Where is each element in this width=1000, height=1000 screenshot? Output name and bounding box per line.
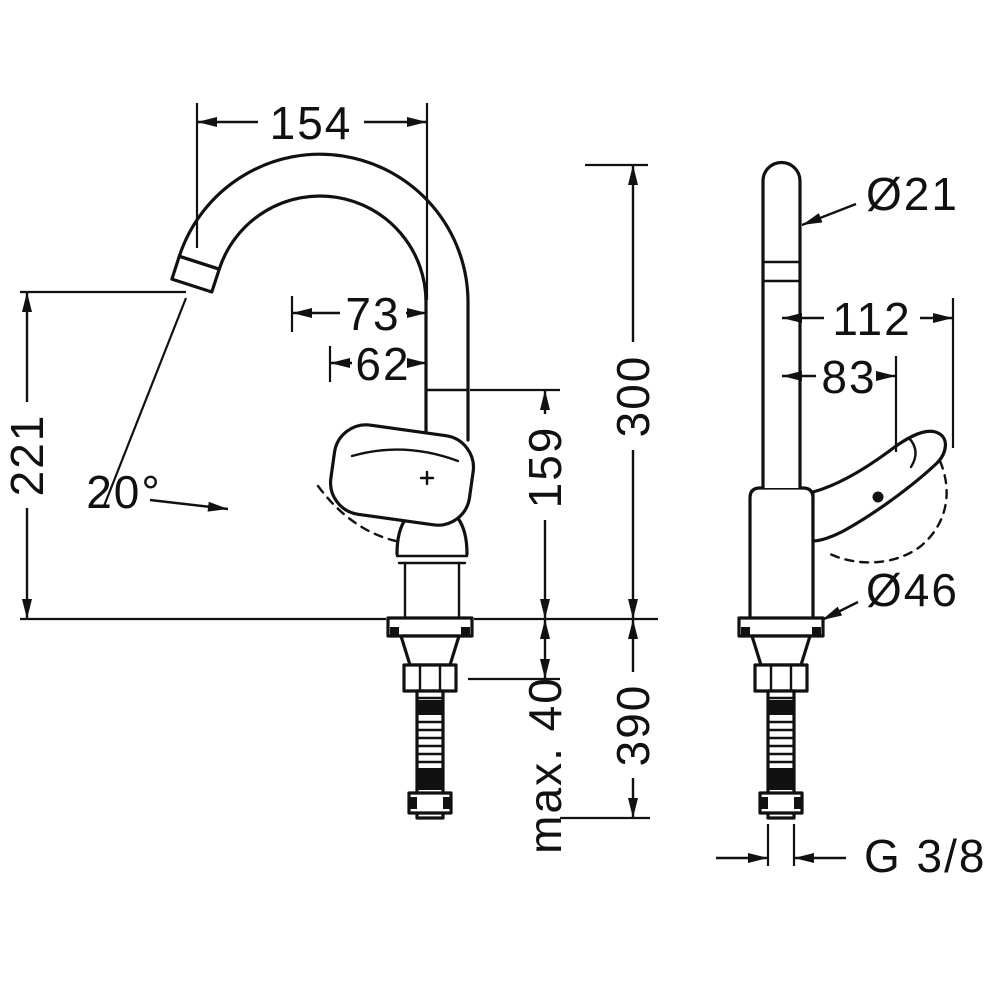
dim-112 (782, 298, 955, 448)
dimensions-side-view (20, 103, 658, 820)
label-62: 62 (355, 338, 410, 390)
label-73: 73 (345, 288, 400, 340)
dimension-labels: 154 221 73 62 20° 159 300 390 max. 40 Ø2… (1, 97, 987, 882)
undermount-left (386, 616, 474, 820)
dim-thread (716, 824, 846, 866)
dia-46-leader-arrow (821, 600, 859, 622)
body-outline-front (748, 486, 815, 621)
curved-spout-outline (177, 152, 470, 442)
dim-159 (470, 388, 560, 619)
body-column (403, 561, 461, 620)
plus-mark (419, 470, 435, 486)
angle-20-construction-line (102, 297, 188, 507)
dim-max40 (468, 619, 560, 681)
dim-154 (195, 103, 429, 300)
body-rings (395, 554, 469, 565)
dim-221 (20, 290, 658, 621)
angle-20-leader-arrow (149, 498, 229, 512)
handle-knob-line (907, 436, 917, 469)
spout-pipe-front (761, 160, 802, 490)
label-20deg: 20° (86, 466, 162, 518)
dim-300 (585, 163, 648, 619)
dim-62 (328, 346, 427, 382)
undermount-right (737, 616, 825, 820)
handle-top-edge (350, 448, 460, 463)
lever-handle-front (811, 429, 947, 543)
lever-handle-side (328, 423, 476, 527)
dim-73 (290, 296, 427, 332)
label-dia21: Ø21 (866, 168, 959, 220)
dim-154-extension-lines (195, 103, 429, 300)
label-221: 221 (1, 414, 53, 497)
label-112: 112 (832, 293, 911, 345)
label-dia46: Ø46 (866, 564, 959, 616)
dimensions-front-view (716, 202, 955, 866)
label-159: 159 (519, 426, 571, 509)
dia-21-leader-arrow (801, 202, 857, 227)
label-thread: G 3/8 (864, 830, 987, 882)
front-view-faucet (737, 160, 948, 820)
handle-swing-dashed-arc (316, 484, 402, 544)
aerator-tip (170, 254, 221, 294)
pipe-joint-band (761, 260, 802, 283)
handle-alt-position-dashed (826, 459, 948, 564)
label-154: 154 (270, 97, 353, 149)
dim-83 (782, 356, 898, 452)
label-max40: max. 40 (519, 676, 571, 854)
dim-390 (560, 619, 650, 820)
label-83: 83 (821, 351, 876, 403)
thread-extension-lines (766, 824, 796, 866)
angle-20 (102, 297, 229, 512)
handle-dot (872, 491, 884, 503)
label-390: 390 (607, 684, 659, 767)
label-300: 300 (607, 355, 659, 438)
side-view-faucet (170, 152, 476, 820)
dim-221-extension-lines (20, 290, 658, 621)
